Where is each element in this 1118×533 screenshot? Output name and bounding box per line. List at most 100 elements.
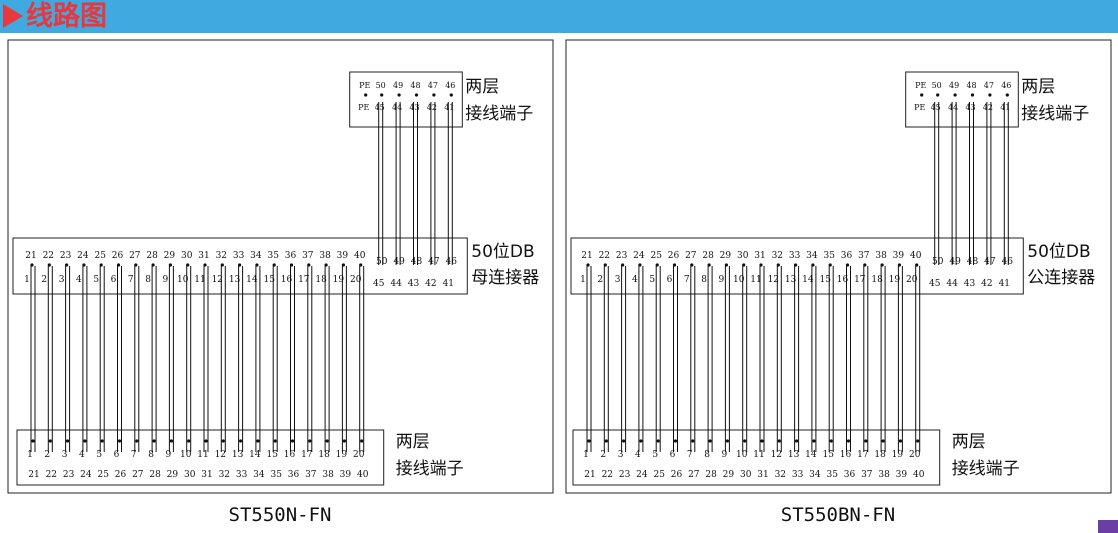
pin-dot: [186, 263, 190, 267]
db-pin-label: 10: [733, 275, 745, 285]
terminal-pin-label: 7: [687, 450, 693, 460]
terminal-pin-label: 22: [602, 470, 613, 480]
db-pin-label: 15: [263, 275, 275, 285]
pin-dot: [672, 263, 677, 267]
terminal-pin-label: 49: [393, 81, 403, 90]
terminal-pin-label: PE: [914, 103, 925, 112]
terminal-pin-label: 42: [983, 103, 993, 112]
pin-dot: [988, 93, 992, 97]
terminal-pin-label: 20: [909, 450, 921, 460]
pin-dot: [1005, 93, 1009, 97]
db-pin-label: 11: [194, 275, 205, 285]
pin-dot: [604, 439, 608, 443]
terminal-pin-label: 36: [844, 470, 856, 480]
top-terminal-block: [349, 71, 463, 128]
pin-dot: [621, 263, 625, 267]
terminal-pin-label: 1: [583, 450, 589, 460]
terminal-pin-label: 35: [270, 470, 282, 480]
pin-dot: [307, 263, 311, 267]
terminal-pin-label: 25: [97, 470, 109, 480]
pin-dot: [449, 93, 453, 97]
pin-dot: [970, 93, 975, 97]
terminal-pin-label: 5: [96, 450, 102, 460]
terminal-pin-label: 6: [114, 450, 120, 460]
terminal-pin-label: 23: [63, 470, 75, 480]
db-pin-label: 24: [77, 251, 89, 261]
terminal-pin-label: 14: [805, 450, 817, 460]
db-pin-label: 8: [701, 275, 707, 285]
pin-dot: [255, 263, 259, 267]
db-pin-label: 37: [858, 251, 870, 261]
terminal-pin-label: 40: [913, 470, 925, 480]
pin-dot: [880, 263, 884, 267]
db-pin-label: 18: [315, 275, 327, 285]
terminal-pin-label: 35: [826, 470, 838, 480]
db-pin-label: 16: [837, 275, 849, 285]
db-pin-label: 42: [425, 279, 436, 289]
pin-dot: [690, 263, 694, 267]
pin-dot: [936, 93, 940, 97]
db-pin-label: 19: [333, 275, 345, 285]
db-pin-label: 9: [163, 275, 169, 285]
pin-dot: [99, 263, 103, 267]
db-pin-label: 19: [889, 275, 901, 285]
terminal-pin-label: 44: [392, 103, 402, 112]
pin-dot: [639, 439, 643, 443]
pin-dot: [134, 263, 138, 267]
terminal-pin-label: 39: [340, 470, 352, 480]
terminal-pin-label: 12: [215, 450, 226, 460]
terminal-pin-label: PE: [915, 81, 926, 90]
terminal-pin-label: 3: [62, 450, 68, 460]
pin-dot: [953, 93, 957, 97]
db-pin-label: 40: [354, 251, 366, 261]
db-pin-label: 23: [616, 251, 628, 261]
db-pin-label: 33: [789, 251, 801, 261]
bottom-terminal-block: [16, 429, 385, 486]
pin-dot: [898, 439, 903, 443]
terminal-pin-label: 34: [253, 470, 265, 480]
terminal-pin-label: 40: [357, 470, 369, 480]
terminal-pin-label: 38: [322, 470, 334, 480]
terminal-pin-label: 6: [670, 450, 676, 460]
pin-dot: [221, 439, 225, 443]
pin-dot: [777, 439, 781, 443]
terminal-pin-label: PE: [359, 81, 370, 90]
terminal-pin-label: 33: [792, 470, 804, 480]
pin-dot: [203, 263, 207, 267]
db-pin-label: 16: [281, 275, 293, 285]
db-pin-label: 35: [823, 251, 835, 261]
pin-dot: [586, 263, 590, 267]
db-pin-label: 22: [43, 251, 54, 261]
pin-dot: [187, 439, 191, 443]
db-pin-label: 27: [685, 251, 697, 261]
terminal-pin-label: 39: [896, 470, 908, 480]
db-pin-label: 49: [949, 257, 961, 267]
bottom-terminal-label: 两层: [952, 432, 986, 452]
db-pin-label: 34: [806, 251, 818, 261]
pin-dot: [290, 439, 295, 443]
top-terminal-label: 接线端子: [1021, 104, 1089, 124]
pin-dot: [724, 263, 729, 267]
db-pin-label: 18: [871, 275, 883, 285]
terminal-pin-label: 48: [410, 81, 420, 90]
db-pin-label: 6: [111, 275, 117, 285]
db-pin-label: 1: [580, 275, 586, 285]
pin-dot: [30, 263, 34, 267]
terminal-pin-label: 22: [46, 470, 57, 480]
pin-dot: [656, 439, 660, 443]
db-pin-label: 24: [633, 251, 645, 261]
pin-dot: [31, 439, 35, 443]
pin-dot: [691, 439, 695, 443]
db-pin-label: 26: [112, 251, 124, 261]
connector-label: 50位DB: [1027, 242, 1090, 262]
pin-dot: [341, 263, 345, 267]
terminal-pin-label: 50: [932, 81, 942, 90]
db-pin-label: 31: [198, 251, 209, 261]
db-pin-label: 29: [720, 251, 732, 261]
terminal-pin-label: 32: [219, 470, 230, 480]
terminal-pin-label: 41: [444, 103, 454, 112]
terminal-pin-label: 32: [775, 470, 786, 480]
terminal-pin-label: 45: [931, 103, 941, 112]
pin-dot: [622, 439, 626, 443]
db-pin-label: 23: [60, 251, 72, 261]
